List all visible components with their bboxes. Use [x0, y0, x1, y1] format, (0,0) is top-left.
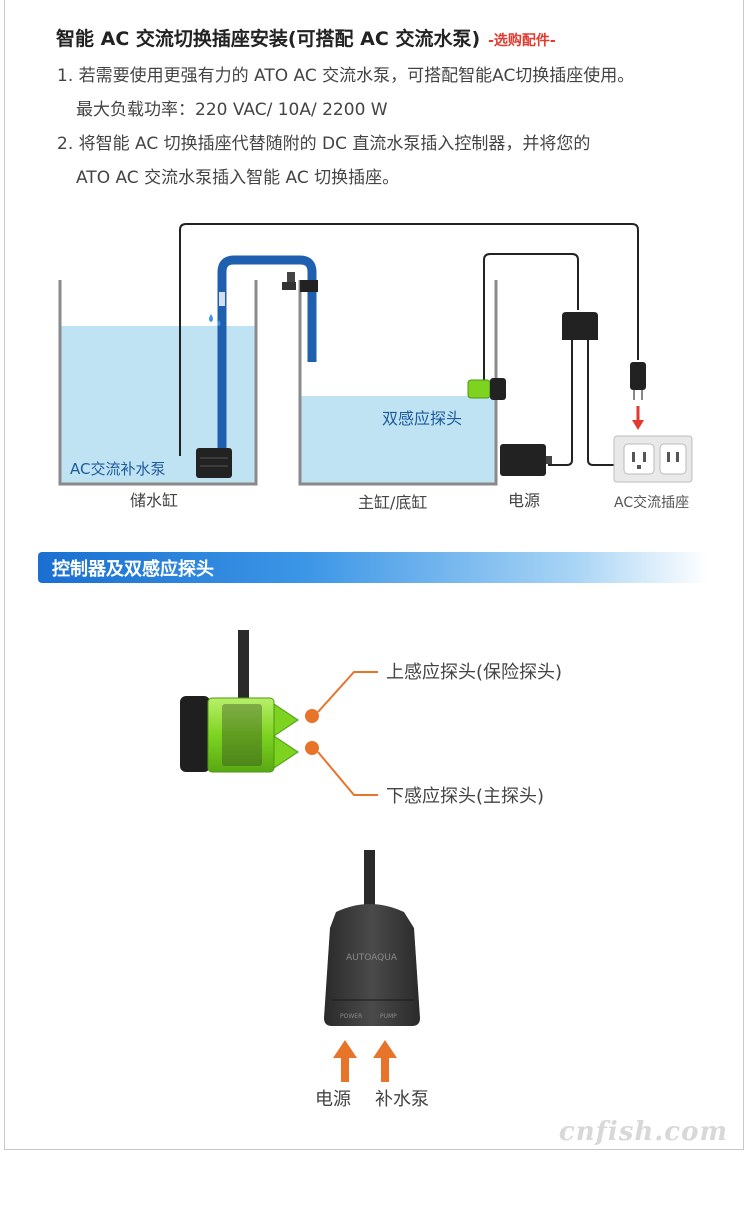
instruction-1: 1. 若需要使用更强有力的 ATO AC 交流水泵，可搭配智能AC切换插座使用。	[57, 66, 635, 86]
port-power-label: POWER	[340, 1013, 362, 1020]
sensor-cable	[238, 630, 249, 702]
power-adapter	[500, 444, 552, 476]
controller-cable	[364, 850, 375, 912]
main-tank	[298, 280, 498, 486]
controller-body	[324, 904, 420, 1026]
ac-plug	[630, 362, 646, 400]
pump-arrow	[373, 1040, 397, 1082]
sensor-cable	[179, 223, 639, 456]
power-arrow	[333, 1040, 357, 1082]
outlet-label: AC交流插座	[614, 494, 689, 511]
port-pump-label: PUMP	[380, 1013, 397, 1020]
controller-power-label: 电源	[315, 1089, 351, 1110]
upper-sensor-dot	[305, 709, 319, 723]
ac-outlet	[613, 435, 693, 483]
controller-box	[548, 312, 620, 466]
lower-callout-line	[317, 751, 378, 796]
pipe-clip	[282, 272, 318, 292]
upper-sensor-label: 上感应探头(保险探头)	[386, 662, 562, 683]
lower-sensor-label: 下感应探头(主探头)	[386, 786, 544, 807]
controller-cable	[483, 253, 579, 388]
controller-illustration: AUTOAQUA POWER PUMP 电源 补水泵	[315, 850, 429, 1110]
instruction-1-load: 最大负载功率：220 VAC/ 10A/ 2200 W	[76, 100, 388, 120]
section-title: 控制器及双感应探头	[52, 559, 214, 580]
dual-sensor-probe	[467, 378, 506, 400]
page-title: 智能 AC 交流切换插座安装(可搭配 AC 交流水泵) -选购配件-	[56, 24, 556, 51]
ac-pump	[196, 448, 232, 478]
sensor-illustration: 上感应探头(保险探头) 下感应探头(主探头)	[180, 630, 562, 807]
plug-in-arrow	[632, 406, 644, 430]
watermark: cnfish.com	[558, 1117, 728, 1147]
optional-tag: -选购配件-	[488, 33, 556, 49]
instruction-2-cont: ATO AC 交流水泵插入智能 AC 切换插座。	[76, 168, 400, 188]
reservoir-label: 储水缸	[130, 491, 178, 510]
water-drop	[217, 320, 221, 326]
upper-callout-line	[317, 671, 378, 713]
sensor-body	[207, 697, 299, 773]
instruction-2: 2. 将智能 AC 切换插座代替随附的 DC 直流水泵插入控制器，并将您的	[57, 134, 591, 154]
power-label: 电源	[508, 491, 540, 510]
title-text: 智能 AC 交流切换插座安装(可搭配 AC 交流水泵)	[56, 28, 481, 50]
main-tank-label: 主缸/底缸	[358, 493, 427, 512]
controller-pump-label: 补水泵	[375, 1089, 429, 1110]
page-frame	[4, 0, 744, 1150]
controller-brand: AUTOAQUA	[346, 953, 398, 963]
section-banner: 控制器及双感应探头	[38, 552, 708, 583]
pump-label: AC交流补水泵	[70, 460, 165, 478]
sensor-cap	[180, 696, 210, 772]
installation-diagram: AC交流补水泵 双感应探头 储水缸 主缸/底缸 电源 AC交流插座	[58, 223, 693, 512]
water-drop	[209, 314, 213, 322]
water-pipe	[217, 255, 317, 450]
lower-sensor-dot	[305, 741, 319, 755]
sensor-label: 双感应探头	[382, 409, 462, 428]
